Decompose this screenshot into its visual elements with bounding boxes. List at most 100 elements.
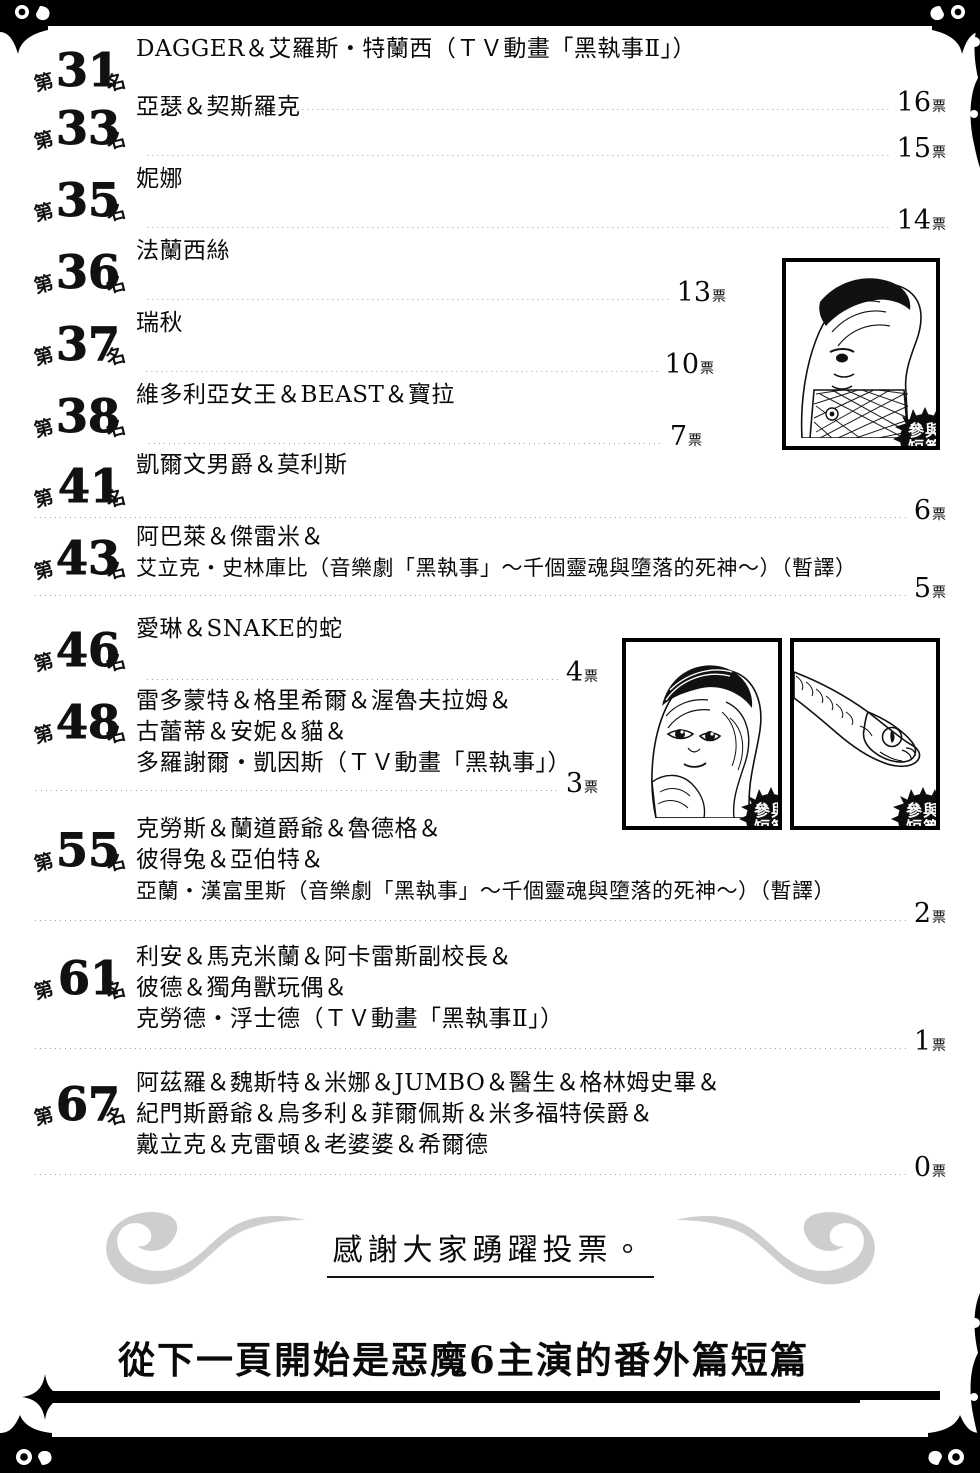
vote-unit: 票 xyxy=(584,780,598,796)
leader-dots xyxy=(34,920,907,921)
rank-row: 第 37 名 瑞秋 10票 xyxy=(0,304,980,378)
vote-number: 14 xyxy=(896,205,931,236)
leader-dots xyxy=(34,517,907,518)
leader-dots xyxy=(34,1174,907,1175)
leader-dots xyxy=(146,155,890,156)
vote-unit: 票 xyxy=(688,433,702,449)
svg-text:第: 第 xyxy=(34,271,56,298)
svg-text:43: 43 xyxy=(56,531,120,584)
svg-text:35: 35 xyxy=(56,173,120,226)
vote-number: 4 xyxy=(565,657,583,688)
svg-text:名: 名 xyxy=(104,649,128,676)
thanks-message: 感謝大家踴躍投票。 xyxy=(326,1225,654,1278)
rank-row: 第 43 名 阿巴萊＆傑雷米＆ 艾立克・史林庫比（音樂劇「黑執事」～千個靈魂與墮… xyxy=(0,518,980,610)
stamp-label-line2: 短篇 xyxy=(905,818,940,830)
svg-text:名: 名 xyxy=(104,1103,128,1130)
entry-name-line: 彼德＆獨角獸玩偶＆ xyxy=(136,975,348,1001)
vote-count: 6票 xyxy=(907,497,946,524)
entry-name-line: 彼得兔＆亞伯特＆ xyxy=(136,847,324,873)
entry-names: 妮娜 xyxy=(136,160,946,195)
rank-badge-33: 第 33 名 xyxy=(34,94,130,155)
entry-name-line: 愛琳＆SNAKE的蛇 xyxy=(136,616,343,642)
vote-count: 16票 xyxy=(890,89,946,116)
corner-ornament-icon xyxy=(916,0,980,62)
vote-leader: 0票 xyxy=(34,1154,946,1181)
svg-text:第: 第 xyxy=(34,1103,56,1130)
svg-text:名: 名 xyxy=(104,977,128,1004)
svg-text:61: 61 xyxy=(58,951,122,1004)
stamp-label-line2: 短篇 xyxy=(907,438,940,450)
entry-names: 凱爾文男爵＆莫利斯 xyxy=(136,446,946,481)
vote-unit: 票 xyxy=(932,910,946,926)
rank-badge-55: 第 55 名 xyxy=(34,816,130,877)
rank-badge-43: 第 43 名 xyxy=(34,524,130,585)
vote-unit: 票 xyxy=(700,361,714,377)
leader-dots xyxy=(146,109,890,110)
stamp-label: 參與 短篇 xyxy=(892,406,940,450)
rank-badge-67: 第 67 名 xyxy=(34,1070,130,1131)
leader-dots xyxy=(34,595,907,596)
vote-number: 1 xyxy=(913,1026,931,1057)
svg-text:55: 55 xyxy=(56,823,120,876)
entry-name-line: 克勞德・浮士德（ＴＶ動畫「黑執事Ⅱ」） xyxy=(136,1006,564,1032)
rank-row: 第 33 名 亞瑟＆契斯羅克 15票 xyxy=(0,88,980,162)
svg-text:名: 名 xyxy=(104,721,128,748)
entry-name-line: 阿巴萊＆傑雷米＆ xyxy=(136,524,324,550)
svg-text:46: 46 xyxy=(56,623,120,676)
svg-text:第: 第 xyxy=(34,415,56,442)
vote-number: 2 xyxy=(913,898,931,929)
entry-name-line: 妮娜 xyxy=(136,166,183,192)
vote-unit: 票 xyxy=(932,585,946,601)
leader-dots xyxy=(146,371,658,372)
vote-leader: 5票 xyxy=(34,575,946,602)
vote-unit: 票 xyxy=(584,669,598,685)
rank-badge-38: 第 38 名 xyxy=(34,382,130,443)
entry-name-line: 亞蘭・漢富里斯（音樂劇「黑執事」～千個靈魂與墮落的死神～）（暫譯） xyxy=(136,879,835,903)
corner-ornament-icon xyxy=(0,0,64,62)
swirl-ornament-icon xyxy=(59,1210,321,1292)
svg-text:第: 第 xyxy=(34,649,56,676)
swirl-ornament-icon xyxy=(660,1210,922,1292)
rank-row: 第 67 名 阿茲羅＆魏斯特＆米娜＆JUMBO＆醫生＆格林姆史畢＆ 紀門斯爵爺＆… xyxy=(0,1064,980,1190)
svg-text:第: 第 xyxy=(34,557,56,584)
stamp-label-line1: 參與 xyxy=(905,801,940,820)
edge-ornament-icon xyxy=(954,1293,980,1443)
rank-badge-61: 第 61 名 xyxy=(34,944,130,1005)
rank-row: 第 41 名 凱爾文男爵＆莫利斯 6票 xyxy=(0,446,980,524)
entry-names: 阿巴萊＆傑雷米＆ 艾立克・史林庫比（音樂劇「黑執事」～千個靈魂與墮落的死神～）（… xyxy=(136,518,946,584)
vote-leader: 13票 xyxy=(146,279,726,306)
entry-name-line: 多羅謝爾・凱因斯（ＴＶ動畫「黑執事」） xyxy=(136,750,571,776)
page-border-bottom xyxy=(0,1437,980,1473)
svg-text:48: 48 xyxy=(56,695,120,748)
entry-names: 阿茲羅＆魏斯特＆米娜＆JUMBO＆醫生＆格林姆史畢＆ 紀門斯爵爺＆烏多利＆菲爾佩… xyxy=(136,1064,946,1161)
entry-names: 雷多蒙特＆格里希爾＆渥魯夫拉姆＆ 古蕾蒂＆安妮＆貓＆ 多羅謝爾・凱因斯（ＴＶ動畫… xyxy=(136,682,946,779)
vote-unit: 票 xyxy=(932,217,946,233)
leader-dots xyxy=(146,299,670,300)
stamp-label: 參與 短篇 xyxy=(890,786,940,830)
entry-name-line: 克勞斯＆蘭道爵爺＆魯德格＆ xyxy=(136,816,442,842)
entry-name-line: 雷多蒙特＆格里希爾＆渥魯夫拉姆＆ xyxy=(136,688,512,714)
participation-stamp: 參與 短篇 xyxy=(890,786,940,830)
svg-text:第: 第 xyxy=(34,127,56,154)
svg-text:名: 名 xyxy=(104,199,128,226)
entry-names: 利安＆馬克米蘭＆阿卡雷斯副校長＆ 彼德＆獨角獸玩偶＆ 克勞德・浮士德（ＴＶ動畫「… xyxy=(136,938,946,1035)
vote-leader: 4票 xyxy=(146,659,598,686)
vote-number: 7 xyxy=(669,421,687,452)
page-border-top xyxy=(0,0,980,26)
entry-name-line: 阿茲羅＆魏斯特＆米娜＆JUMBO＆醫生＆格林姆史畢＆ xyxy=(136,1070,721,1096)
svg-text:33: 33 xyxy=(56,101,120,154)
vote-number: 0 xyxy=(913,1152,931,1183)
svg-text:名: 名 xyxy=(104,415,128,442)
svg-text:第: 第 xyxy=(34,199,56,226)
artwork-panel-francis: 參與 短篇 xyxy=(782,258,940,450)
thanks-block: 感謝大家踴躍投票。 xyxy=(0,1210,980,1292)
svg-text:第: 第 xyxy=(34,721,56,748)
vote-count: 1票 xyxy=(907,1028,946,1055)
vote-number: 15 xyxy=(896,133,931,164)
banner-message: 從下一頁開始是惡魔6主演的番外篇短篇 xyxy=(118,1338,809,1382)
svg-text:67: 67 xyxy=(56,1077,120,1130)
entry-name-line: 艾立克・史林庫比（音樂劇「黑執事」～千個靈魂與墮落的死神～）（暫譯） xyxy=(136,556,857,580)
leader-dots xyxy=(146,679,559,680)
svg-text:名: 名 xyxy=(104,849,128,876)
vote-count: 5票 xyxy=(907,575,946,602)
